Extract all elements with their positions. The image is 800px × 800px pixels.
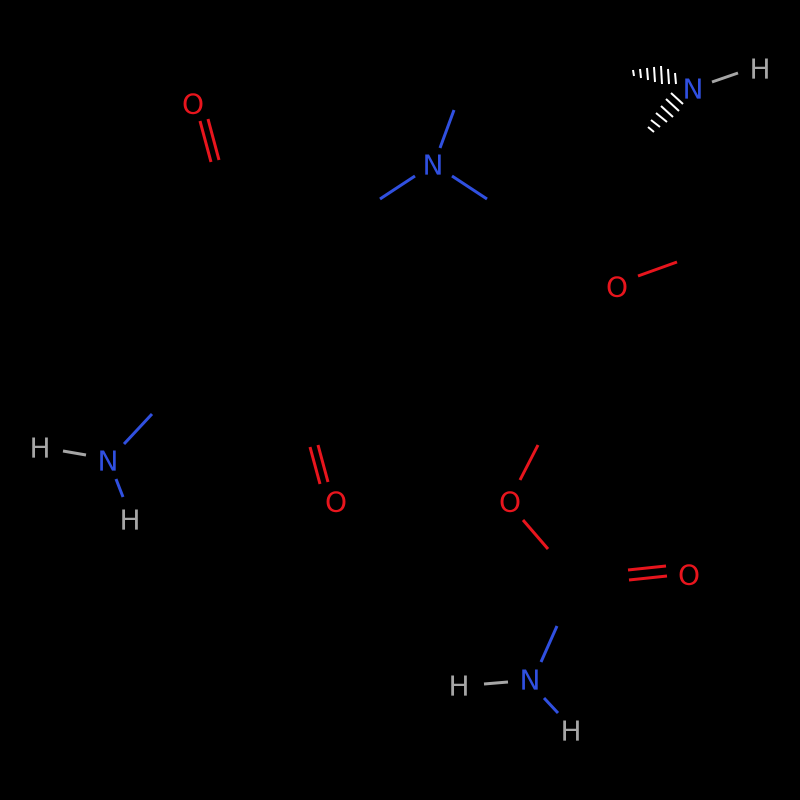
atom-nitrogen-ring: N [423,149,444,182]
bond-n-methyl [438,109,456,149]
bond-carbamate-co-b [628,574,668,582]
bond-carbonyl-top-b [206,118,221,161]
bond-amine-c [122,412,154,446]
bond-carbamate-h-left [483,680,509,686]
bond-carbonyl-bottom-a [308,446,322,485]
bond-amine-h-bottom [114,478,125,498]
bond-carbonyl-top-a [198,120,213,163]
hashed-wedge-lower [647,92,684,133]
bond-amine-h-left [62,449,87,457]
bond-carbamate-n-c [539,625,559,663]
bond-methoxy [637,260,678,278]
bond-n-left [379,174,416,201]
bond-carbamate-co-a [627,564,667,572]
bond-carbamate-h-bottom [542,696,560,715]
atom-hydrogen-amine-left: H [29,432,50,465]
atom-oxygen-top: O [182,88,204,121]
bond-ester-down [521,519,550,550]
atom-hydrogen-amine-bottom: H [119,504,140,537]
atom-hydrogen-aziridine: H [749,53,770,86]
atom-oxygen-bottom: O [325,486,347,519]
bond-ester-up [518,444,540,481]
atom-oxygen-carbonyl: O [678,559,700,592]
atom-nitrogen-amine: N [98,445,119,478]
bond-aziridine-nh [711,71,739,84]
atom-hydrogen-carbamate-left: H [448,670,469,703]
atom-oxygen-methoxy: O [606,271,628,304]
atom-oxygen-ester: O [499,486,521,519]
bond-n-right [451,174,488,201]
atom-nitrogen-carbamate: N [520,664,541,697]
hashed-wedge-upper [632,65,677,85]
bond-carbonyl-bottom-b [316,444,330,483]
bonds-group [62,65,739,715]
atom-nitrogen-aziridine: N [683,73,704,106]
atom-hydrogen-carbamate-bottom: H [560,715,581,748]
atom-labels-group: O N N H O N H H O O O N H H [29,53,770,748]
